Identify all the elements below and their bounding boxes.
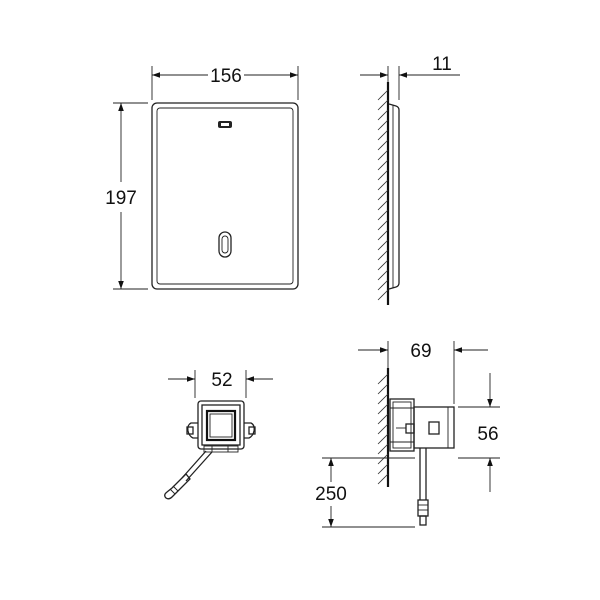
- module-side-view: 69 56 250: [315, 341, 500, 528]
- right-clip: [244, 422, 255, 439]
- dim-module-depth: 69: [410, 341, 431, 362]
- wall-hatch-bottom: [377, 373, 389, 485]
- side-cable-plug-icon: [417, 499, 429, 526]
- module-body: [197, 400, 245, 450]
- front-plate-outer: [151, 102, 299, 290]
- dim-module-width: 52: [211, 370, 232, 391]
- dim-module-height: 56: [477, 424, 498, 445]
- sensor-window-icon: [218, 231, 232, 258]
- module-window: [205, 409, 237, 442]
- front-plate-inner: [156, 107, 294, 285]
- left-clip: [187, 422, 198, 439]
- cable-plug-icon: [164, 473, 191, 500]
- side-view: 11: [360, 54, 460, 305]
- dim-cable-length: 250: [315, 484, 347, 505]
- dim-front-width: 156: [210, 66, 242, 87]
- dim-side-depth: 11: [432, 54, 452, 75]
- plate-profile: [388, 103, 400, 290]
- front-view: 156 197: [105, 66, 299, 290]
- module-view: 52: [164, 370, 273, 500]
- dim-front-height: 197: [105, 188, 137, 209]
- wall-hatch-top: [377, 89, 389, 301]
- brand-logo-icon: [218, 121, 232, 128]
- mounting-frame: [389, 398, 415, 452]
